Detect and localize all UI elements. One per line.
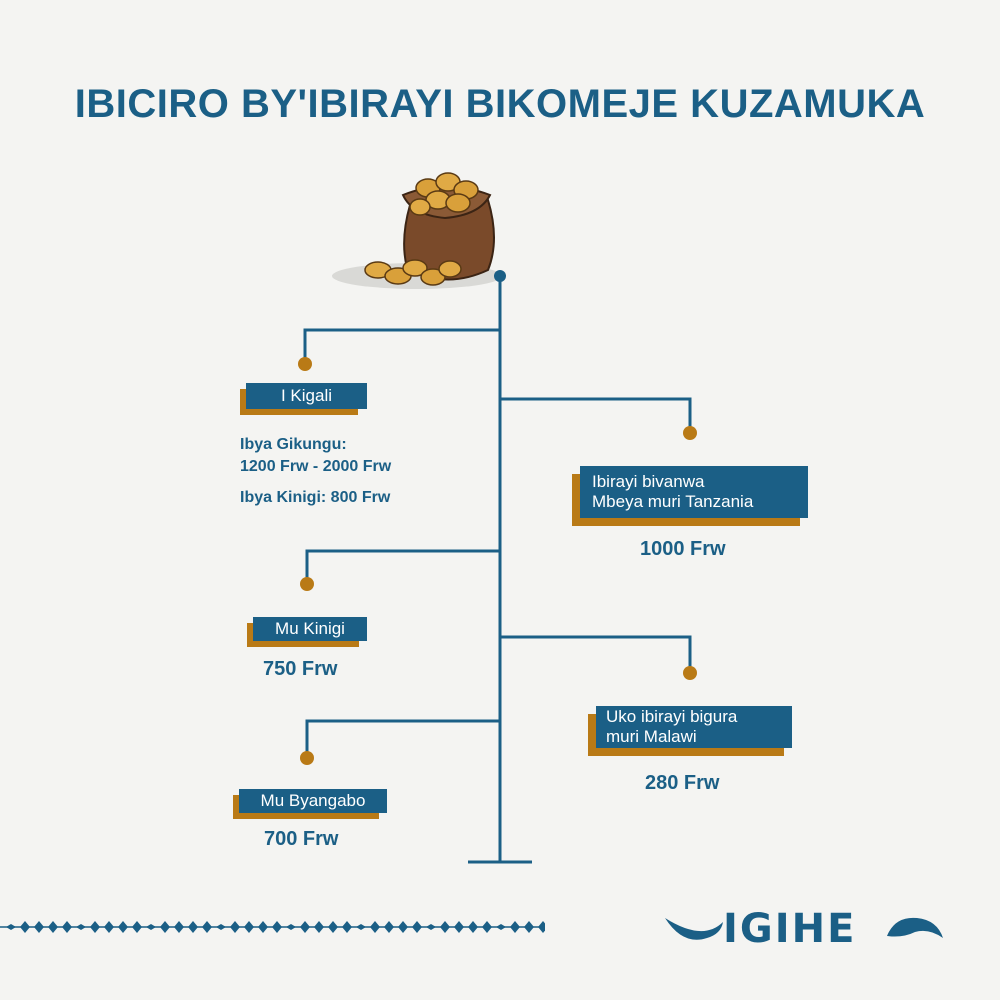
node-dot-byangabo — [300, 751, 314, 765]
pattern-diamond — [370, 921, 380, 933]
price-kinigi: 750 Frw — [263, 658, 338, 680]
pattern-diamond — [342, 921, 352, 933]
pattern-diamond — [76, 924, 86, 930]
pattern-diamond — [118, 921, 128, 933]
logo-wave-right-icon — [887, 917, 943, 938]
pattern-diamond — [314, 921, 324, 933]
pattern-diamond — [454, 921, 464, 933]
branch-byangabo — [305, 719, 500, 756]
pattern-diamond — [230, 921, 240, 933]
pattern-diamond — [6, 924, 16, 930]
pattern-diamond — [468, 921, 478, 933]
node-dot-malawi — [683, 666, 697, 680]
pattern-diamond — [300, 921, 310, 933]
pattern-diamond — [62, 921, 72, 933]
pattern-diamond — [244, 921, 254, 933]
pattern-diamond — [412, 921, 422, 933]
branch-kigali — [303, 328, 500, 362]
kigali-gikungu-price: 1200 Frw - 2000 Frw — [240, 458, 392, 475]
pattern-diamond — [384, 921, 394, 933]
tag-kinigi: Mu Kinigi — [247, 617, 367, 647]
branch-tanzania — [500, 397, 692, 431]
pattern-diamond — [440, 921, 450, 933]
pattern-diamond — [538, 921, 545, 933]
pattern-diamond — [398, 921, 408, 933]
kigali-kinigi-note: Ibya Kinigi: 800 Frw — [240, 489, 391, 506]
trunk-top-node — [494, 270, 506, 282]
pattern-diamond — [496, 924, 506, 930]
branch-malawi — [500, 635, 692, 671]
tag-box-malawi: Uko ibirayi bigura muri Malawi — [596, 706, 792, 748]
pattern-diamond — [174, 921, 184, 933]
branch-kinigi — [305, 549, 500, 582]
pattern-diamond — [328, 921, 338, 933]
node-dot-kigali — [298, 357, 312, 371]
tag-label-tanzania-line1: Ibirayi bivanwa — [592, 472, 705, 491]
tag-tanzania: Ibirayi bivanwa Mbeya muri Tanzania — [572, 466, 808, 526]
tag-label-byangabo: Mu Byangabo — [239, 789, 387, 813]
igihe-logo: IGIHE — [663, 906, 963, 956]
page-title: IBICIRO BY'IBIRAYI BIKOMEJE KUZAMUKA — [74, 82, 926, 126]
pattern-diamond — [20, 921, 30, 933]
tag-malawi: Uko ibirayi bigura muri Malawi — [588, 706, 792, 756]
tag-label-tanzania-line2: Mbeya muri Tanzania — [592, 492, 754, 511]
pattern-diamond — [426, 924, 436, 930]
node-dot-kinigi — [300, 577, 314, 591]
pattern-diamond — [202, 921, 212, 933]
pattern-diamond — [34, 921, 44, 933]
price-malawi: 280 Frw — [645, 772, 720, 794]
tag-label-malawi-line1: Uko ibirayi bigura — [606, 707, 738, 726]
pattern-diamond — [188, 921, 198, 933]
tag-label-kinigi: Mu Kinigi — [253, 617, 367, 641]
pattern-diamond — [272, 921, 282, 933]
potato-sack-icon — [332, 172, 502, 289]
node-dot-tanzania — [683, 426, 697, 440]
tag-box-tanzania: Ibirayi bivanwa Mbeya muri Tanzania — [580, 466, 808, 518]
pattern-diamond — [482, 921, 492, 933]
pattern-diamond — [510, 921, 520, 933]
pattern-diamond — [286, 924, 296, 930]
tag-label-kigali: I Kigali — [246, 383, 367, 409]
pattern-diamond — [160, 921, 170, 933]
pattern-diamond — [216, 924, 226, 930]
pattern-diamond — [90, 921, 100, 933]
kigali-gikungu-label: Ibya Gikungu: — [240, 436, 347, 453]
pattern-diamond — [524, 921, 534, 933]
pattern-diamond — [48, 921, 58, 933]
price-byangabo: 700 Frw — [264, 828, 339, 850]
logo-text: IGIHE — [723, 906, 857, 952]
pattern-diamond — [104, 921, 114, 933]
price-tanzania: 1000 Frw — [640, 538, 726, 560]
tag-kigali: I Kigali — [240, 383, 367, 415]
pattern-diamond — [356, 924, 366, 930]
tag-byangabo: Mu Byangabo — [233, 789, 387, 819]
decorative-pattern-band — [0, 921, 545, 933]
tag-label-malawi-line2: muri Malawi — [606, 727, 697, 746]
logo-wave-left-icon — [665, 918, 723, 940]
pattern-diamond — [146, 924, 156, 930]
pattern-diamond — [132, 921, 142, 933]
pattern-diamond — [258, 921, 268, 933]
